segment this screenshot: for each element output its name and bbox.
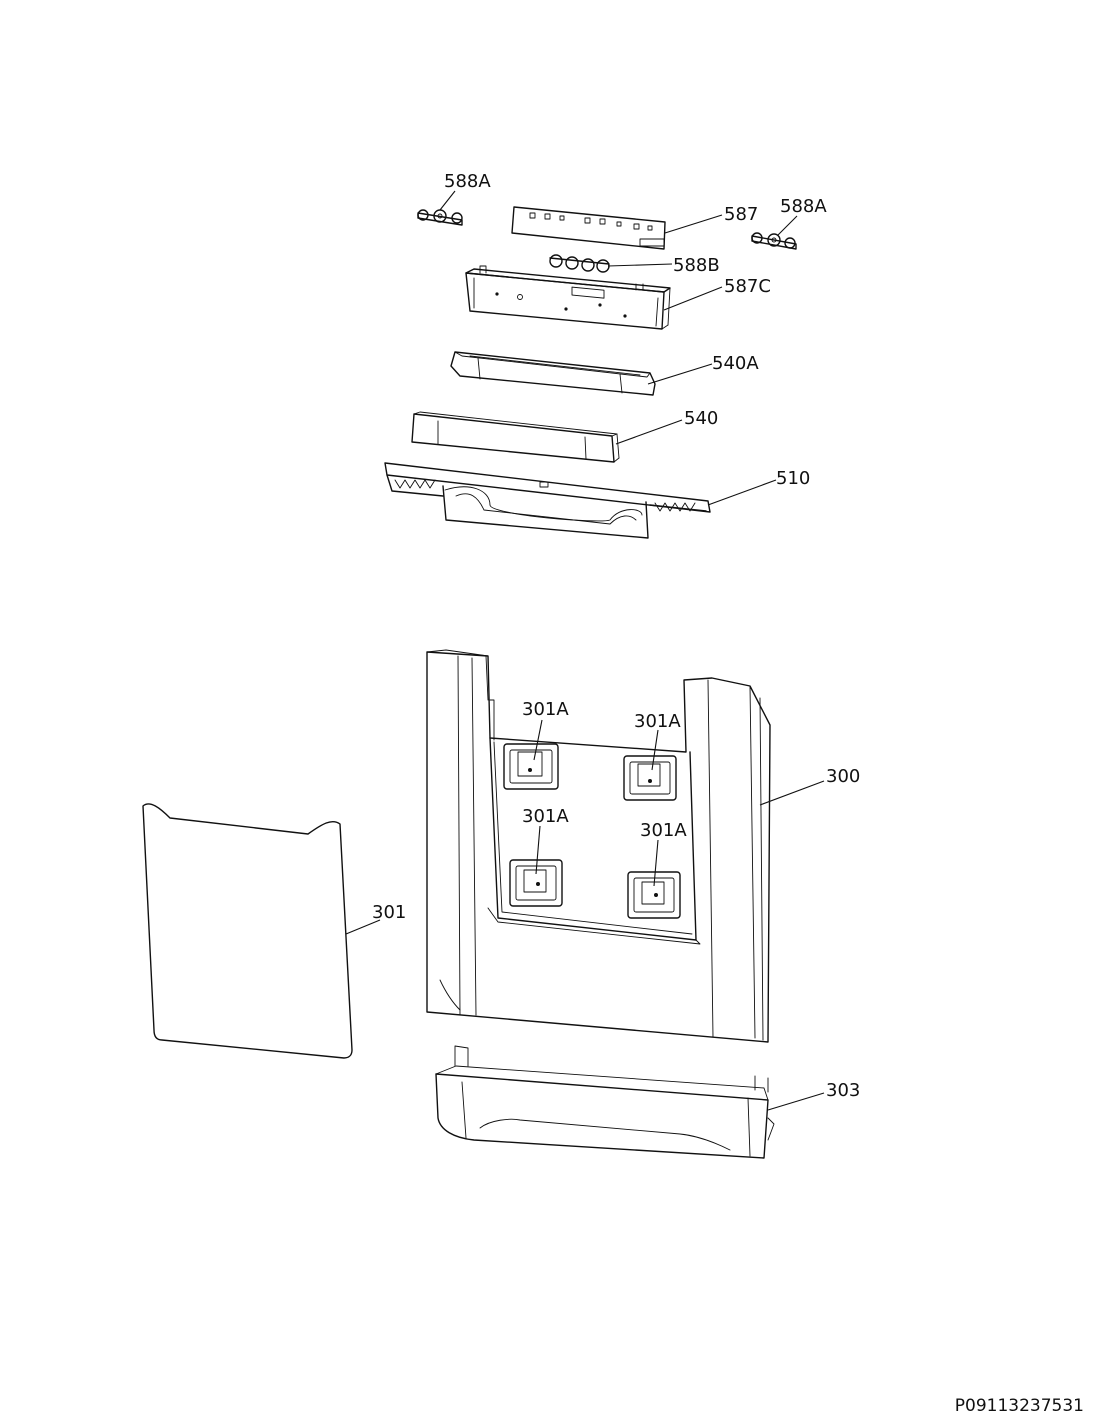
part-540a-panel — [450, 351, 656, 396]
label-588b: 588B — [673, 255, 720, 276]
label-301a-1: 301A — [522, 699, 569, 720]
label-300: 300 — [826, 766, 860, 787]
label-301a-2: 301A — [634, 711, 681, 732]
part-510-frame — [384, 462, 711, 539]
bracket-301a-2 — [623, 755, 677, 801]
bracket-301a-3 — [509, 859, 563, 907]
bracket-301a-1 — [503, 743, 559, 790]
part-587-board — [511, 206, 666, 299]
label-588a-left: 588A — [444, 171, 491, 192]
label-301a-3: 301A — [522, 806, 569, 827]
label-510: 510 — [776, 468, 810, 489]
label-301a-4: 301A — [640, 820, 687, 841]
part-540-cover — [411, 411, 620, 463]
part-588b — [549, 254, 610, 273]
label-588a-right: 588A — [780, 196, 827, 217]
label-587c: 587C — [724, 276, 771, 297]
part-303-trim — [435, 1045, 775, 1159]
part-301-glass — [142, 803, 353, 1059]
part-588a-left — [417, 209, 463, 226]
part-588a-right — [751, 232, 797, 250]
label-540: 540 — [684, 408, 718, 429]
part-587c-bracket — [465, 265, 671, 330]
leader-lines — [345, 190, 825, 1111]
label-587: 587 — [724, 204, 758, 225]
label-301: 301 — [372, 902, 406, 923]
reference-number: P09113237531 — [954, 1396, 1084, 1416]
bracket-301a-4 — [627, 871, 681, 919]
label-540a: 540A — [712, 353, 759, 374]
label-303: 303 — [826, 1080, 860, 1101]
part-300-door — [426, 649, 771, 1043]
